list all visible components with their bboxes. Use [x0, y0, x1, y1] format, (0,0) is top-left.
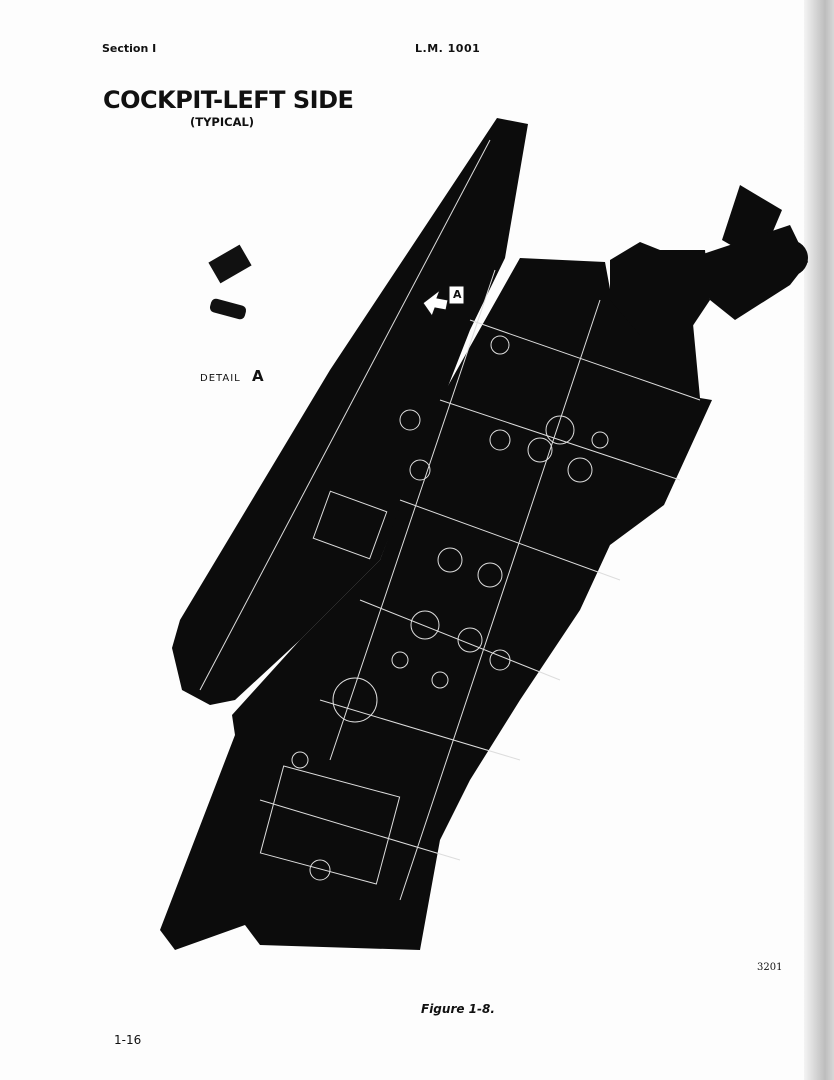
figure-number: 3201	[757, 962, 783, 973]
page-number: 1-16	[114, 1033, 142, 1047]
detail-a-callout	[422, 285, 465, 318]
detail-label: DETAIL	[200, 373, 241, 384]
figure-caption: Figure 1-8.	[421, 1002, 495, 1016]
detail-a-callout-label: A	[453, 288, 462, 301]
throttle-quadrant	[610, 185, 808, 335]
page-title: COCKPIT-LEFT SIDE	[103, 86, 354, 114]
left-console	[172, 118, 528, 705]
manual-number: L.M. 1001	[415, 42, 481, 55]
detail-letter: A	[252, 367, 264, 385]
page-binding-shadow	[804, 0, 834, 1080]
page-subtitle: (TYPICAL)	[190, 115, 255, 129]
section-header: Section I	[102, 42, 157, 55]
detail-a-parts	[208, 244, 252, 320]
panel-details	[199, 139, 701, 901]
